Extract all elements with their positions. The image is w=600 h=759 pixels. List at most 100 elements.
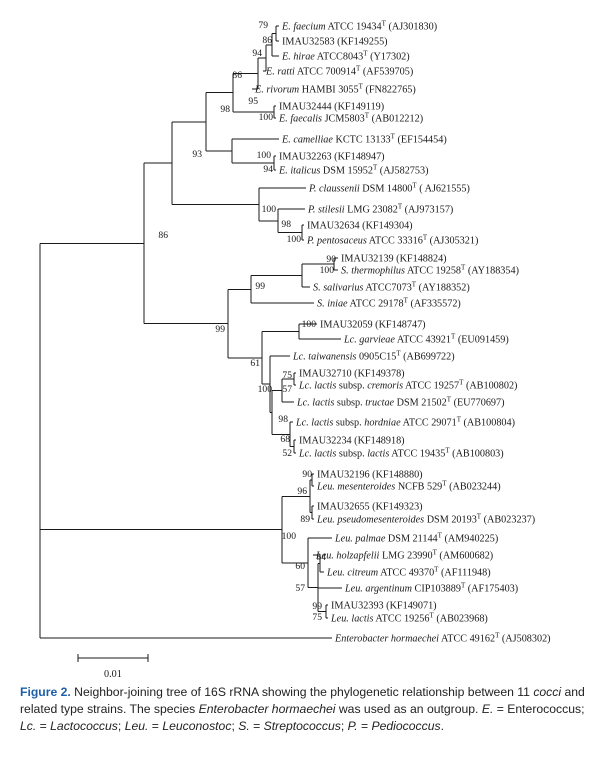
taxon-label: P. claussenii DSM 14800T ( AJ621555) bbox=[308, 182, 470, 195]
caption-text: ; bbox=[117, 719, 125, 733]
bootstrap-value: 84 bbox=[316, 552, 326, 563]
bootstrap-value: 89 bbox=[300, 514, 310, 525]
caption-text: ; bbox=[340, 719, 348, 733]
bootstrap-value: 75 bbox=[282, 370, 292, 381]
caption-text: ; bbox=[231, 719, 239, 733]
caption-text: = Enterococcus; bbox=[493, 702, 585, 716]
bootstrap-value: 99 bbox=[312, 601, 322, 612]
taxon-label: Leu. argentinum CIP103889T (AF175403) bbox=[344, 582, 518, 595]
bootstrap-value: 100 bbox=[287, 234, 302, 245]
taxon-label: S. iniae ATCC 29178T (AF335572) bbox=[317, 297, 461, 310]
scale-bar-label: 0.01 bbox=[104, 669, 122, 680]
caption-text: Pediococcus bbox=[371, 719, 441, 733]
taxon-label: Lc. taiwanensis 0905C15T (AB699722) bbox=[292, 350, 455, 363]
taxon-label: S. thermophilus ATCC 19258T (AY188354) bbox=[341, 264, 519, 277]
bootstrap-value: 100 bbox=[257, 150, 272, 161]
taxon-label: E. camelliae KCTC 13133T (EF154454) bbox=[281, 133, 447, 146]
taxon-label: IMAU32634 (KF149304) bbox=[307, 221, 413, 232]
bootstrap-value: 52 bbox=[282, 448, 292, 459]
caption-text: = bbox=[249, 719, 264, 733]
taxon-label: Lc. lactis subsp. lactis ATCC 19435T (AB… bbox=[298, 447, 504, 460]
taxon-label: IMAU32710 (KF149378) bbox=[299, 369, 405, 380]
taxon-label: E. rivorum HAMBI 3055T (FN822765) bbox=[254, 83, 416, 96]
caption-text: = bbox=[357, 719, 372, 733]
phylogenetic-tree-figure: E. faecium ATCC 19434T (AJ301830) IMAU325… bbox=[39, 20, 551, 680]
taxon-label: Lc. lactis subsp. tructae DSM 21502T (EU… bbox=[296, 396, 505, 409]
bootstrap-value: 99 bbox=[255, 281, 265, 292]
figure-caption: Figure 2. Neighbor-joining tree of 16S r… bbox=[20, 684, 585, 735]
bootstrap-value: 60 bbox=[295, 561, 305, 572]
taxon-label: IMAU32655 (KF149323) bbox=[317, 502, 423, 513]
caption-text: P. bbox=[347, 719, 358, 733]
caption-text: and related type strains. The species bbox=[20, 685, 585, 716]
taxon-label: E. hirae ATCC8043T (Y17302) bbox=[281, 50, 410, 63]
taxon-label: IMAU32139 (KF148824) bbox=[341, 254, 447, 265]
bootstrap-value: 100 bbox=[258, 384, 273, 395]
taxon-label: IMAU32234 (KF148918) bbox=[299, 436, 405, 447]
caption-text: Streptococcus bbox=[263, 719, 341, 733]
bootstrap-value: 100 bbox=[262, 204, 277, 215]
taxon-label: Leu. palmae DSM 21144T (AM940225) bbox=[334, 532, 498, 545]
caption-label: Figure 2. bbox=[20, 685, 71, 699]
bootstrap-value: 94 bbox=[252, 48, 262, 59]
taxon-label: Lc. lactis subsp. cremoris ATCC 19257T (… bbox=[298, 379, 517, 392]
bootstrap-value: 57 bbox=[282, 384, 292, 395]
caption-text: . bbox=[440, 719, 444, 733]
bootstrap-value: 98 bbox=[278, 414, 288, 425]
bootstrap-value: 100 bbox=[259, 112, 274, 123]
taxon-label: Enterobacter hormaechei ATCC 49162T (AJ5… bbox=[334, 632, 551, 645]
caption-text: was used as an outgroup. bbox=[335, 702, 482, 716]
bootstrap-value: 86 bbox=[262, 35, 272, 46]
bootstrap-value: 75 bbox=[312, 612, 322, 623]
bootstrap-value: 93 bbox=[192, 149, 202, 160]
taxon-label: P. stilesii LMG 23082T (AJ973157) bbox=[307, 203, 453, 216]
bootstrap-value: 100 bbox=[320, 265, 335, 276]
taxon-label: S. salivarius ATCC7073T (AY188352) bbox=[313, 281, 470, 294]
bootstrap-value: 100 bbox=[282, 531, 297, 542]
caption-text: Enterobacter hormaechei bbox=[198, 702, 336, 716]
caption-text: = bbox=[36, 719, 51, 733]
taxon-label: IMAU32583 (KF149255) bbox=[282, 37, 388, 48]
bootstrap-value: 86 bbox=[232, 70, 242, 81]
caption-text: Lc. bbox=[20, 719, 37, 733]
bootstrap-value: 57 bbox=[295, 583, 305, 594]
caption-text: = bbox=[148, 719, 163, 733]
taxon-label: Lc. garvieae ATCC 43921T (EU091459) bbox=[343, 333, 509, 346]
bootstrap-value: 100 bbox=[302, 319, 317, 330]
bootstrap-value: 98 bbox=[220, 104, 230, 115]
taxon-label: Leu. lactis ATCC 19256T (AB023968) bbox=[330, 612, 488, 625]
bootstrap-value: 90 bbox=[326, 254, 336, 265]
caption-text: Lactococcus bbox=[50, 719, 118, 733]
bootstrap-value: 96 bbox=[297, 486, 307, 497]
taxon-label: E. faecalis JCM5803T (AB012212) bbox=[278, 112, 423, 125]
taxon-label: E. italicus DSM 15952T (AJ582753) bbox=[278, 164, 428, 177]
taxon-label: IMAU32393 (KF149071) bbox=[331, 601, 437, 612]
bootstrap-value: 61 bbox=[250, 358, 260, 369]
caption-text: Leu. bbox=[124, 719, 149, 733]
taxon-label: IMAU32196 (KF148880) bbox=[317, 470, 423, 481]
bootstrap-value: 94 bbox=[263, 164, 273, 175]
taxon-label: Leu. citreum ATCC 49370T (AF111948) bbox=[326, 566, 491, 579]
taxon-label: Leu. pseudomesenteroides DSM 20193T (AB0… bbox=[316, 513, 535, 526]
bootstrap-value: 68 bbox=[280, 434, 290, 445]
bootstrap-value: 86 bbox=[158, 230, 168, 241]
taxon-label: Leu. mesenteroides NCFB 529T (AB023244) bbox=[316, 480, 501, 493]
taxon-label: IMAU32263 (KF148947) bbox=[279, 152, 385, 163]
caption-text: Neighbor-joining tree of 16S rRNA showin… bbox=[70, 685, 534, 699]
caption-text: E. bbox=[481, 702, 494, 716]
bootstrap-value: 95 bbox=[248, 96, 258, 107]
taxon-label: IMAU32059 (KF148747) bbox=[320, 320, 426, 331]
taxon-label: E. ratti ATCC 700914T (AF539705) bbox=[265, 65, 413, 78]
taxon-label: Lc. lactis subsp. hordniae ATCC 29071T (… bbox=[295, 416, 515, 429]
taxon-label: IMAU32444 (KF149119) bbox=[279, 102, 384, 113]
scale-bar: 0.01 bbox=[77, 654, 149, 680]
tree: E. faecium ATCC 19434T (AJ301830) IMAU325… bbox=[39, 20, 551, 645]
bootstrap-value: 90 bbox=[302, 469, 312, 480]
bootstrap-value: 99 bbox=[215, 324, 225, 335]
bootstrap-value: 79 bbox=[258, 20, 268, 31]
caption-text: S. bbox=[238, 719, 250, 733]
taxon-label: P. pentosaceus ATCC 33316T (AJ305321) bbox=[306, 234, 478, 247]
caption-text: Leuconostoc bbox=[162, 719, 232, 733]
taxon-label: E. faecium ATCC 19434T (AJ301830) bbox=[281, 20, 437, 33]
taxon-label: Leu. holzapfelii LMG 23990T (AM600682) bbox=[315, 549, 493, 562]
